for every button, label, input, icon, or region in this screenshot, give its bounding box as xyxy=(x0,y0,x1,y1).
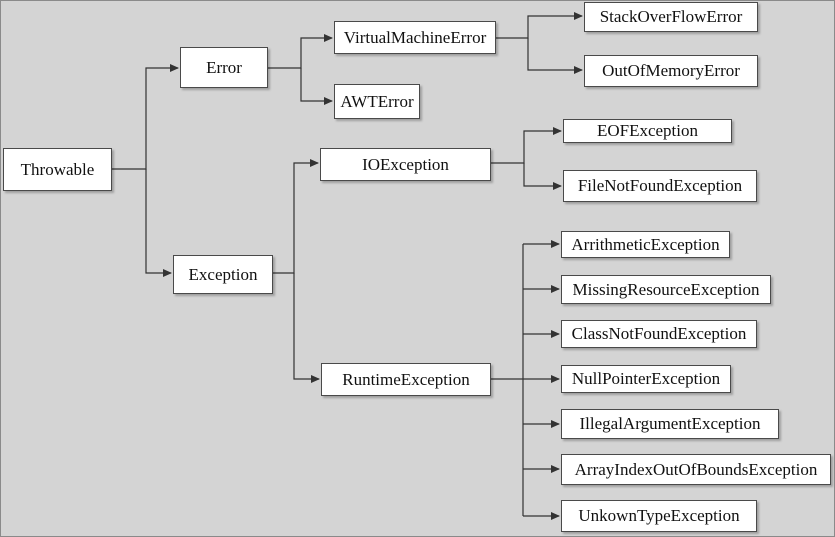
edge-vme-stack-overflow-error xyxy=(496,12,583,39)
node-illegal-argument-exception: IllegalArgumentException xyxy=(561,409,779,439)
edge-runtime-trunk xyxy=(491,244,524,516)
edge-throwable-error xyxy=(112,64,179,170)
node-class-not-found-exception: ClassNotFoundException xyxy=(561,320,757,348)
node-awt-error: AWTError xyxy=(334,84,420,119)
node-throwable: Throwable xyxy=(3,148,112,191)
node-null-pointer-exception: NullPointerException xyxy=(561,365,731,393)
node-arithmetic-exception: ArrithmeticException xyxy=(561,231,730,258)
node-file-not-found-exception: FileNotFoundException xyxy=(563,170,757,202)
edge-vme-out-of-memory-error xyxy=(527,38,583,74)
edge-io-eof-exception xyxy=(491,127,562,164)
edge-io-file-not-found-exception xyxy=(523,163,562,190)
edge-throwable-exception xyxy=(145,169,172,277)
node-missing-resource-exception: MissingResourceException xyxy=(561,275,771,304)
node-error: Error xyxy=(180,47,268,88)
edge-error-awt-error xyxy=(300,68,333,105)
node-runtime-exception: RuntimeException xyxy=(321,363,491,396)
edge-exception-runtime-exception xyxy=(293,273,320,383)
node-io-exception: IOException xyxy=(320,148,491,181)
edge-exception-io-exception xyxy=(273,159,319,274)
node-array-index-out-of-bounds-exception: ArrayIndexOutOfBoundsException xyxy=(561,454,831,485)
node-exception: Exception xyxy=(173,255,273,294)
node-eof-exception: EOFException xyxy=(563,119,732,143)
node-unknown-type-exception: UnkownTypeException xyxy=(561,500,757,532)
node-out-of-memory-error: OutOfMemoryError xyxy=(584,55,758,87)
edge-error-virtual-machine-error xyxy=(268,34,333,69)
node-virtual-machine-error: VirtualMachineError xyxy=(334,21,496,54)
node-stack-overflow-error: StackOverFlowError xyxy=(584,2,758,32)
